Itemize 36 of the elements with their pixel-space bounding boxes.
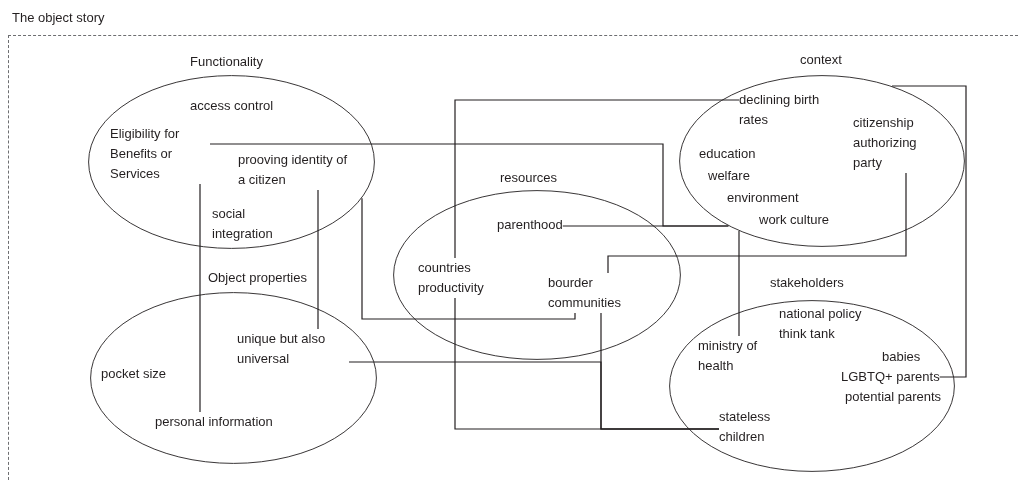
item-label: work culture	[759, 210, 830, 230]
connector-line	[738, 230, 740, 337]
item-label: Eligibility for Benefits or Services	[110, 124, 210, 184]
connector-line	[348, 361, 720, 430]
item-label: ministry of health	[698, 336, 780, 376]
item-label: countries productivity	[418, 258, 510, 298]
item-label: social integration	[212, 204, 292, 244]
group-heading: Object properties	[208, 269, 307, 287]
connector-line	[199, 183, 201, 413]
connector-line	[317, 189, 319, 330]
connector-line	[361, 197, 576, 320]
item-label: unique but also universal	[237, 329, 349, 369]
item-label: access control	[190, 96, 274, 116]
connector-line	[607, 172, 907, 274]
group-heading: resources	[500, 169, 558, 187]
group-heading: Functionality	[190, 53, 263, 71]
group-heading: context	[800, 51, 842, 69]
item-label: prooving identity of a citizen	[238, 150, 356, 190]
item-label: declining birth rates	[739, 90, 851, 130]
item-label: citizenship authorizing party	[853, 113, 945, 173]
item-label: parenthood	[497, 215, 563, 235]
connector-line	[891, 85, 967, 378]
group-heading: stakeholders	[770, 274, 844, 292]
item-label: personal information	[155, 412, 273, 432]
item-label: welfare	[708, 166, 750, 186]
connector-line	[562, 225, 729, 227]
item-label: bourder communities	[548, 273, 652, 313]
connector-line	[454, 99, 740, 259]
item-label: LGBTQ+ parents	[841, 367, 940, 387]
item-label: babies	[882, 347, 921, 367]
item-label: pocket size	[101, 364, 167, 384]
item-label: environment	[727, 188, 799, 208]
frame-heading: The object story	[12, 9, 105, 27]
item-label: education	[699, 144, 756, 164]
item-label: stateless children	[719, 407, 803, 447]
item-label: potential parents	[845, 387, 942, 407]
